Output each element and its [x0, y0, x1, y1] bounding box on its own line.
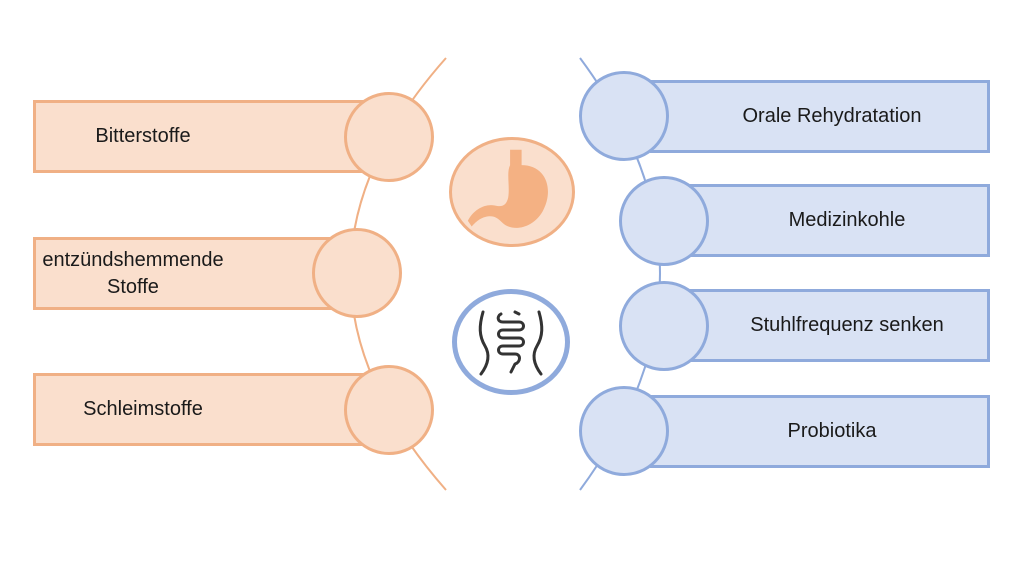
right-item-label: Stuhlfrequenz senken	[750, 314, 944, 336]
right-item-medizinkohle: Medizinkohle	[680, 184, 990, 257]
right-item-probiotika: Probiotika	[650, 395, 990, 468]
left-item-label: Schleimstoffe	[83, 398, 203, 420]
right-item-label: Medizinkohle	[788, 209, 906, 231]
stomach-icon-circle	[449, 137, 575, 247]
left-item-label: Bitterstoffe	[95, 125, 191, 147]
left-item-schleimstoffe: Schleimstoffe	[33, 373, 373, 446]
intestine-icon-circle	[452, 289, 570, 395]
right-node-2	[619, 176, 709, 266]
left-item-label: entzündshemmende Stoffe	[42, 248, 224, 298]
right-item-label: Probiotika	[787, 420, 877, 442]
stomach-icon	[467, 149, 548, 228]
left-node-3	[344, 365, 434, 455]
left-item-bitterstoffe: Bitterstoffe	[33, 100, 373, 173]
left-node-2	[312, 228, 402, 318]
right-node-1	[579, 71, 669, 161]
left-node-1	[344, 92, 434, 182]
left-item-entzuendungshemmend: entzündshemmende Stoffe	[33, 237, 343, 310]
right-node-4	[579, 386, 669, 476]
right-item-orale-rehydratation: Orale Rehydratation	[650, 80, 990, 153]
right-node-3	[619, 281, 709, 371]
right-item-label: Orale Rehydratation	[742, 105, 922, 127]
right-item-stuhlfrequenz: Stuhlfrequenz senken	[680, 289, 990, 362]
intestine-icon	[478, 310, 544, 376]
